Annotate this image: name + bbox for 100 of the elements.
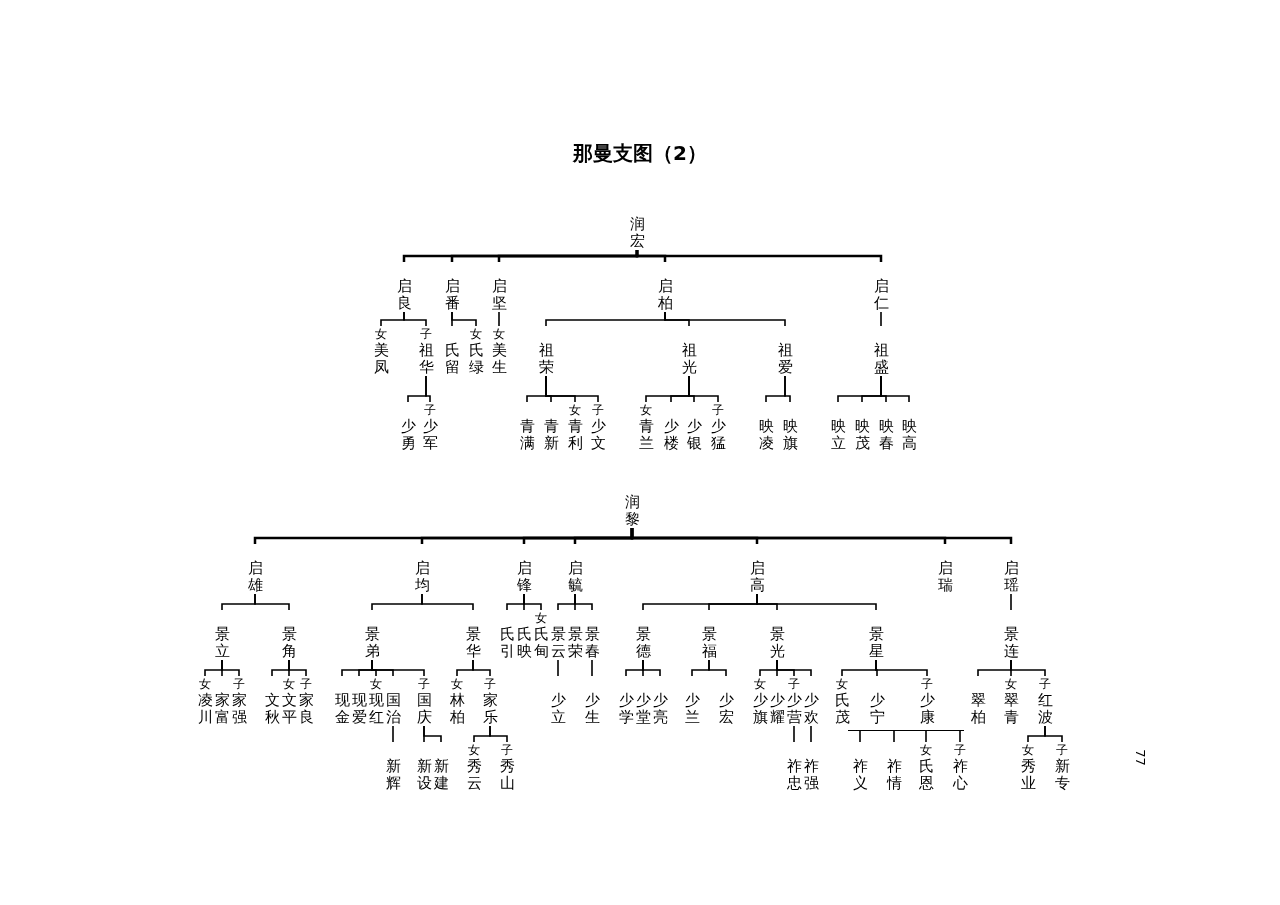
- person-name: 少欢: [803, 692, 819, 726]
- connector-line: [591, 659, 593, 677]
- person-name: 现红: [368, 692, 384, 726]
- person-name: 秀山: [499, 758, 515, 792]
- relation-mark: 子: [300, 676, 312, 692]
- person-name: 红波: [1037, 692, 1053, 726]
- connector-line: [959, 730, 961, 743]
- person-name: 氏留: [444, 342, 460, 376]
- person-name: 映春: [878, 418, 894, 452]
- relation-mark: 女: [370, 676, 382, 692]
- relation-mark: 子: [954, 742, 966, 758]
- connector-line: [545, 375, 599, 403]
- relation-mark: 女: [754, 676, 766, 692]
- person-name: 映旗: [782, 418, 798, 452]
- person-name: 国庆: [416, 692, 432, 726]
- person-name: 翠柏: [970, 692, 986, 726]
- relation-mark: 女: [920, 742, 932, 758]
- person-name: 少堂: [635, 692, 651, 726]
- relation-mark: 子: [1039, 676, 1051, 692]
- relation-mark: 女: [451, 676, 463, 692]
- person-name: 祚情: [886, 758, 902, 792]
- relation-mark: 女: [375, 326, 387, 342]
- relation-mark: 女: [535, 610, 547, 626]
- connector-line: [403, 311, 427, 327]
- connector-line: [708, 659, 727, 677]
- connector-line: [472, 659, 491, 677]
- person-name: 氏绿: [468, 342, 484, 376]
- person-name: 氏恩: [918, 758, 934, 792]
- person-name: 祖光: [681, 342, 697, 376]
- person-name: 秀业: [1020, 758, 1036, 792]
- person-name: 祖爱: [777, 342, 793, 376]
- person-name: 景角: [281, 626, 297, 660]
- person-name: 少康: [919, 692, 935, 726]
- person-name: 氏茂: [834, 692, 850, 726]
- person-name: 启均: [414, 560, 430, 594]
- person-name: 青满: [519, 418, 535, 452]
- person-name: 启瑞: [937, 560, 953, 594]
- connector-line: [421, 593, 474, 611]
- connector-line: [880, 311, 882, 327]
- connector-line: [756, 593, 877, 611]
- person-name: 启瑶: [1003, 560, 1019, 594]
- chart-title: 那曼支图（2）: [571, 140, 708, 167]
- person-name: 少勇: [400, 418, 416, 452]
- relation-mark: 女: [1005, 676, 1017, 692]
- connector-line: [523, 593, 542, 611]
- connector-line: [688, 375, 719, 403]
- relation-mark: 女: [493, 326, 505, 342]
- connector-line: [423, 725, 442, 743]
- person-name: 现爱: [351, 692, 367, 726]
- person-name: 景德: [635, 626, 651, 660]
- person-name: 美生: [491, 342, 507, 376]
- person-name: 国治: [385, 692, 401, 726]
- connector-line: [451, 311, 477, 327]
- connector-line: [859, 730, 861, 743]
- person-name: 映立: [830, 418, 846, 452]
- page-number: 77: [1132, 749, 1148, 766]
- connector-line: [371, 659, 425, 677]
- connector-line: [425, 375, 431, 403]
- connector-line: [221, 659, 240, 677]
- person-name: 映凌: [758, 418, 774, 452]
- connector-line: [810, 725, 812, 743]
- person-name: 家乐: [482, 692, 498, 726]
- person-name: 祚忠: [786, 758, 802, 792]
- person-name: 启毓: [567, 560, 583, 594]
- relation-mark: 子: [712, 402, 724, 418]
- person-name: 新设: [416, 758, 432, 792]
- person-name: 青利: [567, 418, 583, 452]
- person-name: 少立: [550, 692, 566, 726]
- person-name: 少楼: [663, 418, 679, 452]
- connector-line: [557, 659, 559, 677]
- relation-mark: 女: [1022, 742, 1034, 758]
- connector-line: [793, 725, 795, 743]
- person-name: 启高: [749, 560, 765, 594]
- relation-mark: 子: [418, 676, 430, 692]
- person-name: 祖荣: [538, 342, 554, 376]
- person-name: 少营: [786, 692, 802, 726]
- person-name: 青新: [543, 418, 559, 452]
- person-name: 少猛: [710, 418, 726, 452]
- person-name: 映茂: [854, 418, 870, 452]
- person-name: 启仁: [873, 278, 889, 312]
- relation-mark: 子: [420, 326, 432, 342]
- relation-mark: 子: [788, 676, 800, 692]
- person-name: 少学: [618, 692, 634, 726]
- person-name: 景春: [584, 626, 600, 660]
- person-name: 祚强: [803, 758, 819, 792]
- person-name: 启锋: [516, 560, 532, 594]
- person-name: 祚心: [952, 758, 968, 792]
- connector-line: [1010, 593, 1012, 611]
- person-name: 新专: [1054, 758, 1070, 792]
- person-name: 少生: [584, 692, 600, 726]
- person-name: 家良: [298, 692, 314, 726]
- person-name: 家强: [231, 692, 247, 726]
- person-name: 景星: [868, 626, 884, 660]
- connector-line: [1010, 659, 1046, 677]
- person-name: 翠青: [1003, 692, 1019, 726]
- person-name: 景荣: [567, 626, 583, 660]
- connector-line: [784, 375, 791, 403]
- person-name: 启柏: [657, 278, 673, 312]
- connector-line: [776, 659, 812, 677]
- connector-line: [392, 725, 394, 743]
